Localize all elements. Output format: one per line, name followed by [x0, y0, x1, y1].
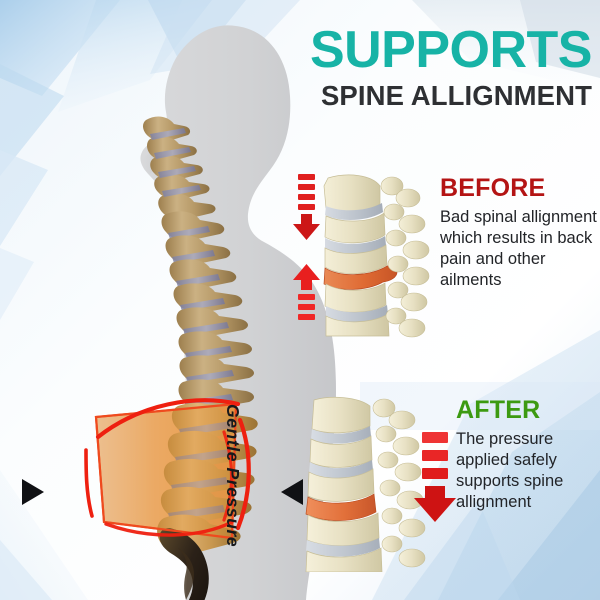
- pressure-arcs: [84, 398, 251, 537]
- panel-after: AFTER The pressure applied safely suppor…: [288, 392, 600, 572]
- arrow-up-icon: [293, 264, 320, 320]
- arrow-down-icon: [293, 174, 320, 240]
- panel-after-heading: AFTER: [456, 396, 541, 424]
- page-title: SUPPORTS: [309, 21, 593, 79]
- belt-overlay: [94, 402, 238, 540]
- page-subtitle: SPINE ALLIGNMENT: [320, 79, 592, 111]
- lumbar-vertebrae-aligned-illustration: [305, 396, 456, 572]
- panel-after-text: AFTER The pressure applied safely suppor…: [456, 398, 600, 513]
- panel-before: BEFORE Bad spinal allignment which resul…: [288, 168, 600, 338]
- panel-before-body: Bad spinal allignment which results in b…: [440, 208, 597, 289]
- triangle-right-icon: [22, 479, 44, 505]
- panel-before-text: BEFORE Bad spinal allignment which resul…: [440, 176, 600, 291]
- panel-before-heading: BEFORE: [440, 174, 546, 202]
- arrow-down-icon: [414, 432, 456, 522]
- gentle-pressure-label: Gentle Pressure: [223, 404, 243, 548]
- headline: SUPPORTS SPINE ALLIGNMENT: [248, 21, 593, 112]
- panel-after-body: The pressure applied safely supports spi…: [456, 430, 564, 511]
- coccyx: [159, 528, 209, 600]
- triangle-left-icon: [281, 479, 303, 505]
- lumbar-vertebrae-misaligned-illustration: [293, 174, 430, 338]
